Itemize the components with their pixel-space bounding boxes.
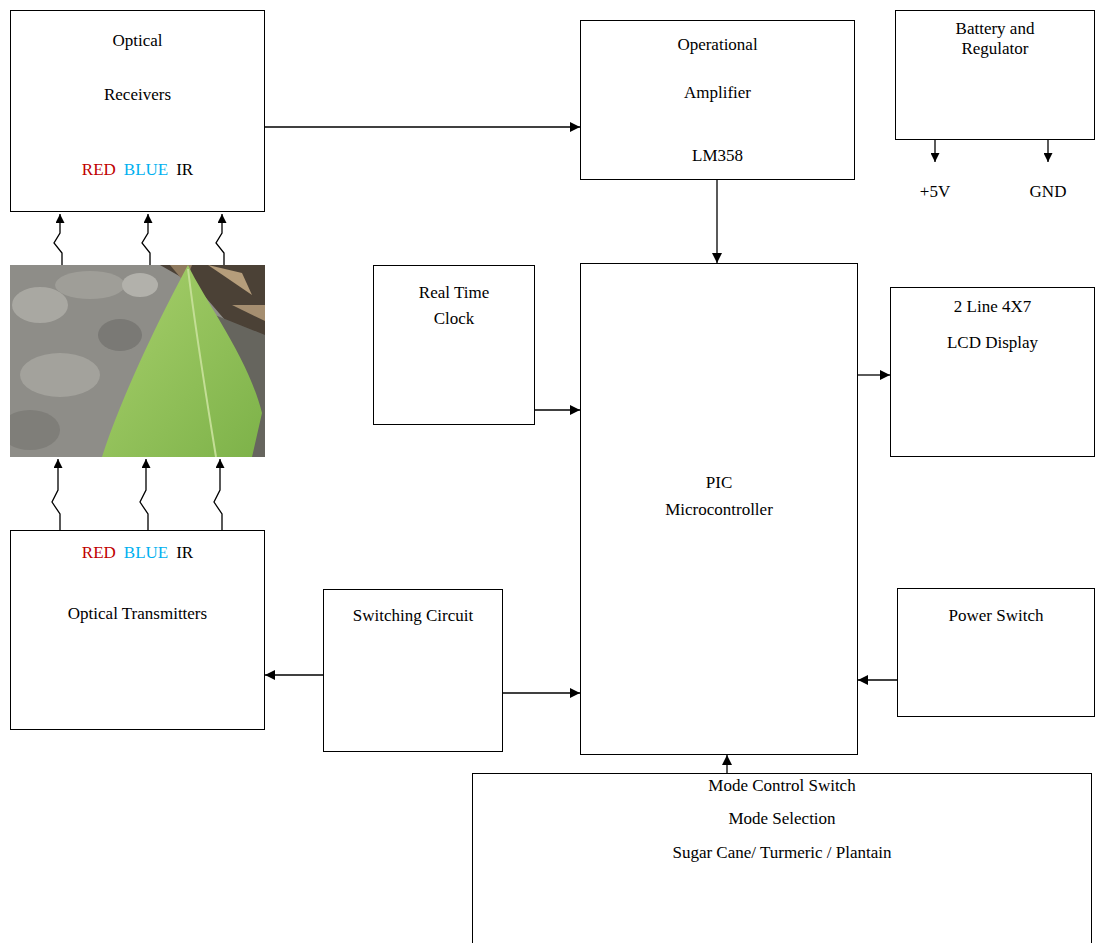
ground-patch <box>20 353 100 397</box>
light-ray <box>52 459 60 530</box>
ground-patch <box>12 287 68 323</box>
light-rays <box>52 214 224 530</box>
amplifier-box: Operational AmplifierLM358 <box>580 20 855 180</box>
dry-leaf <box>208 265 252 295</box>
signal-arrow <box>503 692 580 693</box>
supply-arrow <box>1047 140 1048 162</box>
signal-arrow <box>716 180 717 263</box>
box-label: Battery and Regulator <box>945 19 1045 60</box>
box-label: RED <box>82 160 116 180</box>
switching-box: Switching Circuit <box>323 589 503 752</box>
light-ray <box>216 214 224 265</box>
box-label: BLUE <box>124 543 168 563</box>
box-label: PIC Microcontroller <box>659 469 779 523</box>
switch-box: Power Switch <box>897 588 1095 717</box>
supply-arrow <box>934 140 935 162</box>
box-label: IR <box>176 543 193 563</box>
leaf-photo <box>10 265 265 457</box>
supply-arrows <box>935 140 1048 162</box>
signal-arrow <box>858 679 897 680</box>
leaf-midrib <box>188 269 216 457</box>
box-label: Real Time Clock <box>412 280 497 331</box>
pin-label: +5V <box>905 182 965 202</box>
ground-patch <box>122 273 158 297</box>
display-box: 2 Line 4X7 LCD Display <box>890 287 1095 457</box>
dry-leaf <box>232 305 265 321</box>
box-label: 2 Line 4X7 LCD Display <box>945 289 1040 360</box>
box-label: Sugar Cane/ Turmeric / Plantain <box>672 843 891 863</box>
light-ray <box>54 214 62 265</box>
box-label: Mode Control Switch <box>708 776 855 796</box>
signal-arrow <box>535 409 580 410</box>
light-ray <box>142 214 150 265</box>
power-supply-box: Battery and Regulator <box>895 10 1095 140</box>
clock-box: Real Time Clock <box>373 265 535 425</box>
signal-arrow <box>858 374 890 375</box>
receiver-box: Optical ReceiversRED BLUE IR <box>10 10 265 212</box>
pin-label: GND <box>1018 182 1078 202</box>
box-label: LM358 <box>692 146 743 166</box>
signal-arrow <box>265 126 580 127</box>
microcontroller-box: PIC Microcontroller <box>580 263 858 755</box>
ground-patch <box>10 410 60 450</box>
box-label: Power Switch <box>949 606 1044 626</box>
box-label: Operational Amplifier <box>663 21 773 116</box>
leaf <box>102 265 262 457</box>
ground-patch <box>98 319 142 351</box>
transmitter-box: RED BLUE IR Optical Transmitters <box>10 530 265 730</box>
ground-patch <box>55 271 125 299</box>
box-label: Optical Receivers <box>90 14 185 123</box>
box-label: Mode Selection <box>728 809 835 829</box>
box-label: Switching Circuit <box>353 606 473 626</box>
mode-box: Mode Control SwitchMode SelectionSugar C… <box>472 773 1092 943</box>
light-ray <box>140 459 148 530</box>
box-label: RED <box>82 543 116 563</box>
box-label: Optical Transmitters <box>68 604 207 624</box>
box-label: BLUE <box>124 160 168 180</box>
box-label: IR <box>176 160 193 180</box>
light-ray <box>214 459 222 530</box>
signal-arrow <box>265 674 323 675</box>
signal-arrow <box>726 755 727 773</box>
